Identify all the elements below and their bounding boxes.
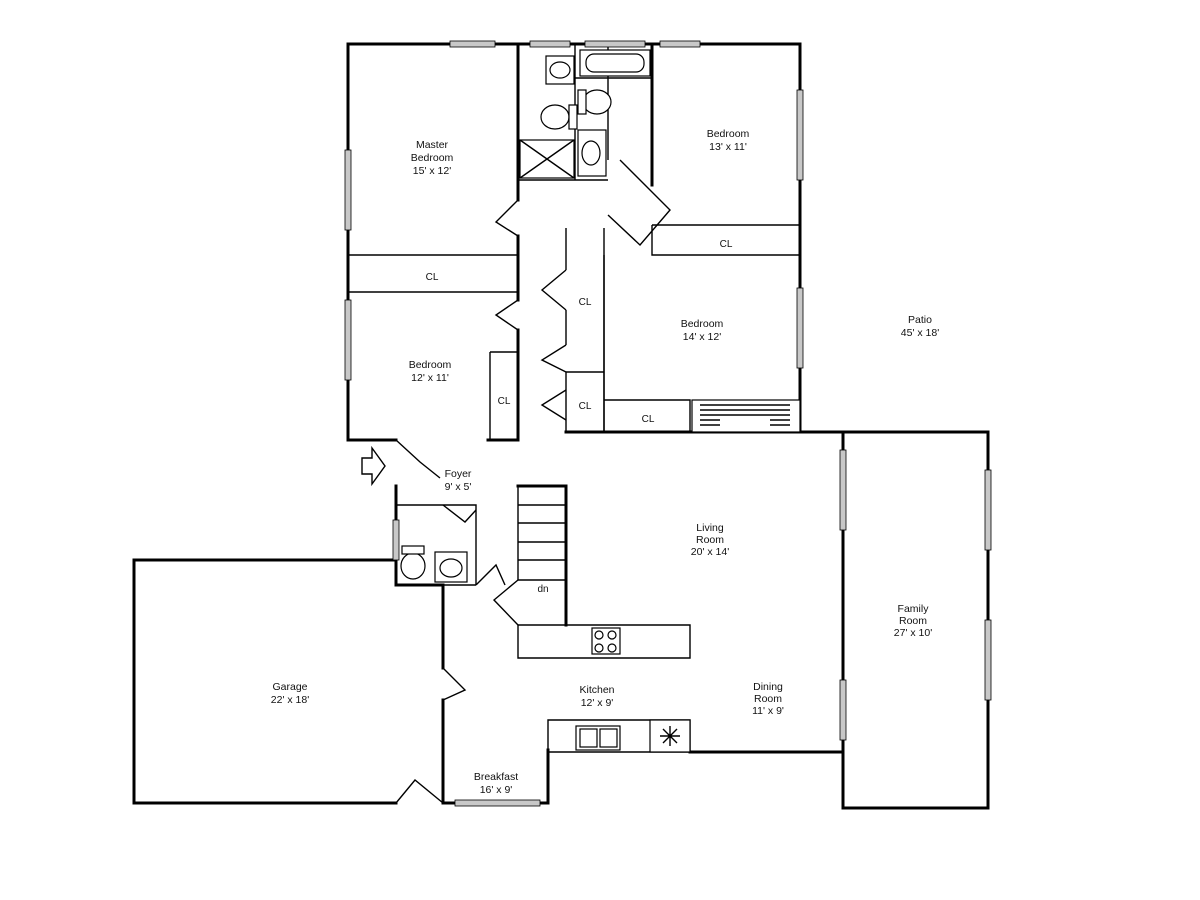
patio-name: Patio xyxy=(908,314,932,326)
door-master xyxy=(494,199,519,237)
window xyxy=(392,519,400,561)
living-room-name-2: Room xyxy=(696,534,724,546)
fireplace-hatch-icon xyxy=(700,404,790,426)
door-cl-hall-2 xyxy=(540,344,567,373)
window xyxy=(344,149,352,231)
door-garage-out xyxy=(395,779,444,804)
family-room-name-2: Room xyxy=(899,615,927,627)
cl-hall-box xyxy=(565,228,605,432)
cl-master-box xyxy=(348,254,518,293)
sink-bowl-icon xyxy=(599,728,618,748)
bedroom-ne-size: 13' x 11' xyxy=(709,141,747,153)
breakfast-size: 16' x 9' xyxy=(480,784,513,796)
shower-cross xyxy=(519,139,575,179)
door-garage xyxy=(442,667,467,701)
window xyxy=(839,449,847,531)
counter-upper xyxy=(517,624,691,659)
door-kitchen-side xyxy=(475,563,506,586)
closet-label-master: CL xyxy=(426,272,439,283)
window xyxy=(984,619,992,701)
bedroom-ne-name: Bedroom xyxy=(707,128,750,140)
basin-icon xyxy=(439,558,463,578)
dining-room-name-1: Dining xyxy=(753,681,783,693)
tub-basin-icon xyxy=(585,53,645,73)
stair-treads xyxy=(518,504,566,561)
wall-foyer-west xyxy=(394,484,445,587)
family-room-size: 27' x 10' xyxy=(894,627,932,639)
bedroom-e-name: Bedroom xyxy=(681,318,724,330)
master-bedroom-name-1: Master xyxy=(416,139,449,151)
closet-label-hall-upper: CL xyxy=(579,297,592,308)
bedroom-e-size: 14' x 12' xyxy=(683,331,721,343)
living-room-size: 20' x 14' xyxy=(691,546,729,558)
window xyxy=(984,469,992,551)
breakfast-name: Breakfast xyxy=(474,771,518,783)
toilet-tank-icon xyxy=(577,89,587,115)
door-cl-hall-3 xyxy=(540,389,567,421)
labels: Master Bedroom 15' x 12' Bedroom 13' x 1… xyxy=(271,128,939,796)
dining-room-size: 11' x 9' xyxy=(752,705,784,717)
cl-e-box xyxy=(604,399,691,432)
bedroom-w-size: 12' x 11' xyxy=(411,372,449,384)
entry-arrow-icon xyxy=(361,445,386,487)
master-bedroom-name-2: Bedroom xyxy=(411,152,454,164)
wall-stairs xyxy=(516,484,568,627)
burner-icon xyxy=(607,643,617,653)
burner-icon xyxy=(607,630,617,640)
door-front xyxy=(395,439,441,479)
wall-garage xyxy=(132,558,398,805)
cl-ne-box xyxy=(651,224,800,256)
fixtures xyxy=(400,49,790,753)
window xyxy=(796,89,804,181)
window xyxy=(796,287,804,369)
closet-label-w: CL xyxy=(498,396,511,407)
burner-icon xyxy=(594,630,604,640)
window xyxy=(454,799,541,807)
dining-room-name-2: Room xyxy=(754,693,782,705)
sink-bowl-icon xyxy=(579,728,598,748)
toilet-icon xyxy=(400,552,426,580)
stairs-box xyxy=(517,486,566,581)
window xyxy=(839,679,847,741)
bedroom-w-name: Bedroom xyxy=(409,359,452,371)
doors xyxy=(361,159,671,804)
living-room-name-1: Living xyxy=(696,522,724,534)
snowflake-icon xyxy=(660,726,680,746)
window xyxy=(449,40,496,48)
window xyxy=(584,40,646,48)
garage-size: 22' x 18' xyxy=(271,694,309,706)
basin-icon xyxy=(549,61,571,79)
toilet-icon xyxy=(540,104,570,130)
cl-w-box xyxy=(489,351,518,440)
burner-icon xyxy=(594,643,604,653)
patio-size: 45' x 18' xyxy=(901,327,939,339)
garage-name: Garage xyxy=(272,681,307,693)
door-powder xyxy=(442,504,477,523)
toilet-tank-icon xyxy=(401,545,425,555)
wall-powder xyxy=(396,504,477,586)
basin-icon xyxy=(581,140,601,166)
family-room-name-1: Family xyxy=(898,603,930,615)
kitchen-size: 12' x 9' xyxy=(581,697,614,709)
window xyxy=(659,40,701,48)
door-ne-bed xyxy=(607,159,671,247)
windows xyxy=(344,40,992,807)
closet-label-ne: CL xyxy=(720,239,733,250)
stairs-label: dn xyxy=(537,584,548,595)
kitchen-name: Kitchen xyxy=(579,684,614,696)
closet-label-e: CL xyxy=(642,414,655,425)
foyer-size: 9' x 5' xyxy=(445,481,472,493)
master-bedroom-size: 15' x 12' xyxy=(413,165,451,177)
window xyxy=(344,299,352,381)
toilet-icon xyxy=(582,89,612,115)
window xyxy=(529,40,571,48)
foyer-name: Foyer xyxy=(445,468,472,480)
door-cl-hall-1 xyxy=(540,269,567,311)
closet-label-hall-lower: CL xyxy=(579,401,592,412)
toilet-tank-icon xyxy=(568,104,578,130)
door-stairs xyxy=(492,579,519,626)
door-w-bed xyxy=(494,299,519,331)
